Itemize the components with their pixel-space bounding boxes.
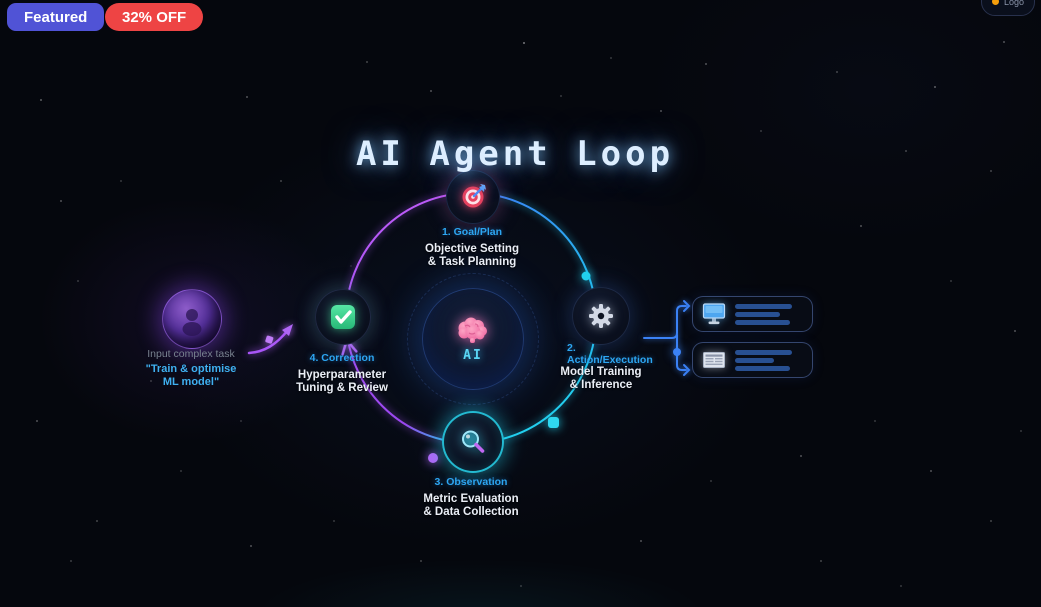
check-icon bbox=[331, 305, 355, 329]
skeleton-line bbox=[735, 303, 792, 309]
skeleton-line bbox=[735, 319, 790, 325]
orange-dot-icon bbox=[991, 0, 999, 5]
action-desc-line2: & Inference bbox=[569, 379, 633, 391]
header-logo-button[interactable]: Logo bbox=[980, 0, 1035, 16]
featured-badge[interactable]: Featured bbox=[7, 3, 105, 31]
action-step-name: Action/Execution bbox=[567, 353, 653, 366]
action-execution-node bbox=[572, 287, 630, 345]
ai-center-node: AI bbox=[422, 288, 524, 390]
target-icon bbox=[462, 184, 486, 208]
input-task-sphere bbox=[162, 289, 222, 349]
input-task-caption: Input complex task bbox=[147, 348, 235, 360]
input-task-quote-line1: "Train & optimise bbox=[145, 363, 237, 375]
skeleton-line bbox=[735, 311, 780, 317]
correction-node bbox=[315, 289, 371, 345]
skeleton-line bbox=[735, 357, 774, 363]
connector-dot bbox=[673, 348, 681, 356]
ai-label: AI bbox=[463, 348, 483, 363]
goal-plan-label: 1. Goal/Plan Objective Setting & Task Pl… bbox=[425, 222, 519, 269]
goal-plan-desc-line2: & Task Planning bbox=[427, 256, 517, 268]
correction-desc-line2: Tuning & Review bbox=[296, 382, 388, 394]
input-task-quote-line2: ML model" bbox=[162, 376, 220, 388]
action-step-number: 2. bbox=[567, 342, 576, 354]
action-execution-label: 2. Action/Execution bbox=[567, 342, 653, 366]
output-card-desktop bbox=[692, 296, 813, 332]
starfield-background bbox=[0, 0, 2, 2]
monitor-icon bbox=[702, 302, 726, 324]
gear-icon bbox=[589, 304, 613, 328]
correction-label: 4. Correction Hyperparameter Tuning & Re… bbox=[296, 348, 388, 395]
input-task-label: Input complex task "Train & optimise ML … bbox=[146, 348, 237, 389]
observation-label: 3. Observation Metric Evaluation & Data … bbox=[423, 472, 518, 519]
input-arrow-bead bbox=[265, 335, 274, 344]
card-skeleton-lines bbox=[735, 303, 803, 325]
discount-badge[interactable]: 32% OFF bbox=[105, 3, 204, 31]
observation-step-label: 3. Observation bbox=[434, 476, 508, 488]
header-logo-label: Logo bbox=[1003, 0, 1024, 7]
goal-plan-desc-line1: Objective Setting bbox=[425, 243, 519, 255]
loop-square-dot-bottom-right bbox=[548, 417, 559, 428]
skeleton-line bbox=[735, 365, 790, 371]
brain-icon bbox=[458, 317, 487, 343]
observation-desc-line1: Metric Evaluation bbox=[423, 493, 519, 505]
correction-desc-line1: Hyperparameter bbox=[297, 369, 387, 381]
action-desc-line1: Model Training bbox=[560, 366, 642, 378]
goal-plan-node bbox=[446, 170, 500, 224]
observation-node bbox=[442, 411, 504, 473]
observation-desc-line2: & Data Collection bbox=[423, 506, 519, 518]
user-silhouette-icon bbox=[182, 309, 202, 336]
correction-step-label: 4. Correction bbox=[309, 352, 375, 364]
page-title: AI Agent Loop bbox=[355, 134, 675, 174]
goal-plan-step-label: 1. Goal/Plan bbox=[441, 226, 503, 238]
card-skeleton-lines bbox=[735, 349, 803, 371]
document-icon bbox=[703, 352, 725, 368]
magnifier-icon bbox=[462, 430, 485, 453]
input-arrow bbox=[247, 328, 290, 355]
skeleton-line bbox=[735, 349, 792, 355]
action-execution-desc: Model Training & Inference bbox=[560, 366, 641, 392]
output-card-document bbox=[692, 342, 813, 378]
